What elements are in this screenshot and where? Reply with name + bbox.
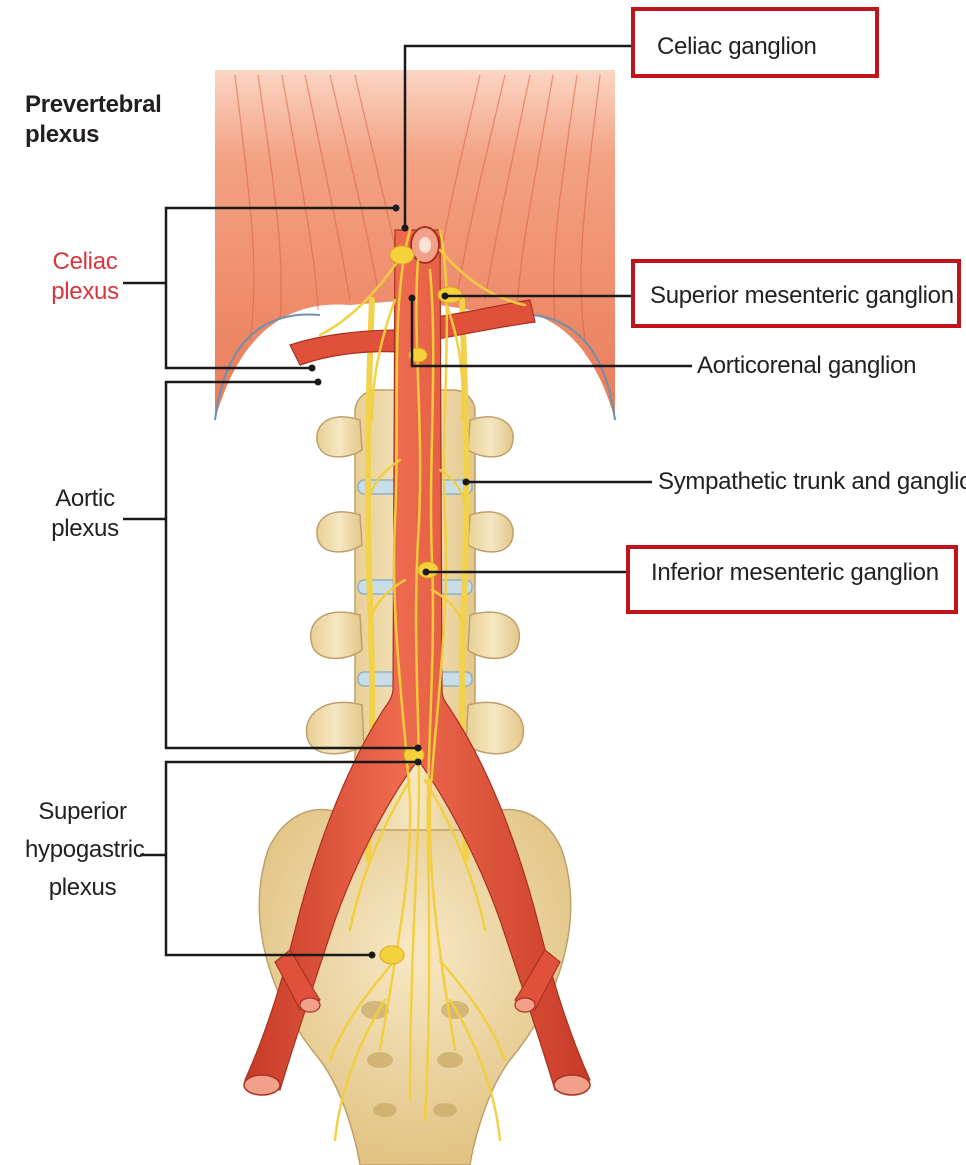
celiac-plexus-line-1: Celiac	[40, 247, 130, 277]
title-line-2: plexus	[25, 120, 162, 150]
celiac-ganglion-label: Celiac ganglion	[657, 32, 817, 62]
inferior-mesenteric-ganglion-label: Inferior mesenteric ganglion	[651, 558, 939, 588]
aortic-plexus-line-1: Aortic	[40, 484, 130, 514]
diagram-title: Prevertebral plexus	[25, 90, 162, 150]
celiac-plexus-line-2: plexus	[40, 277, 130, 307]
aortic-plexus-line-2: plexus	[40, 514, 130, 544]
superior-hypogastric-plexus-label: Superior hypogastric plexus	[25, 793, 140, 907]
hypogastric-line-1: Superior	[25, 793, 140, 831]
title-line-1: Prevertebral	[25, 90, 162, 120]
superior-mesenteric-ganglion-label: Superior mesenteric ganglion	[650, 281, 954, 311]
celiac-plexus-label: Celiac plexus	[40, 247, 130, 307]
aortic-plexus-label: Aortic plexus	[40, 484, 130, 544]
hypogastric-line-2: hypogastric	[25, 831, 140, 869]
hypogastric-line-3: plexus	[25, 869, 140, 907]
aorticorenal-ganglion-label: Aorticorenal ganglion	[697, 351, 916, 381]
sympathetic-trunk-label: Sympathetic trunk and ganglion	[658, 467, 966, 497]
